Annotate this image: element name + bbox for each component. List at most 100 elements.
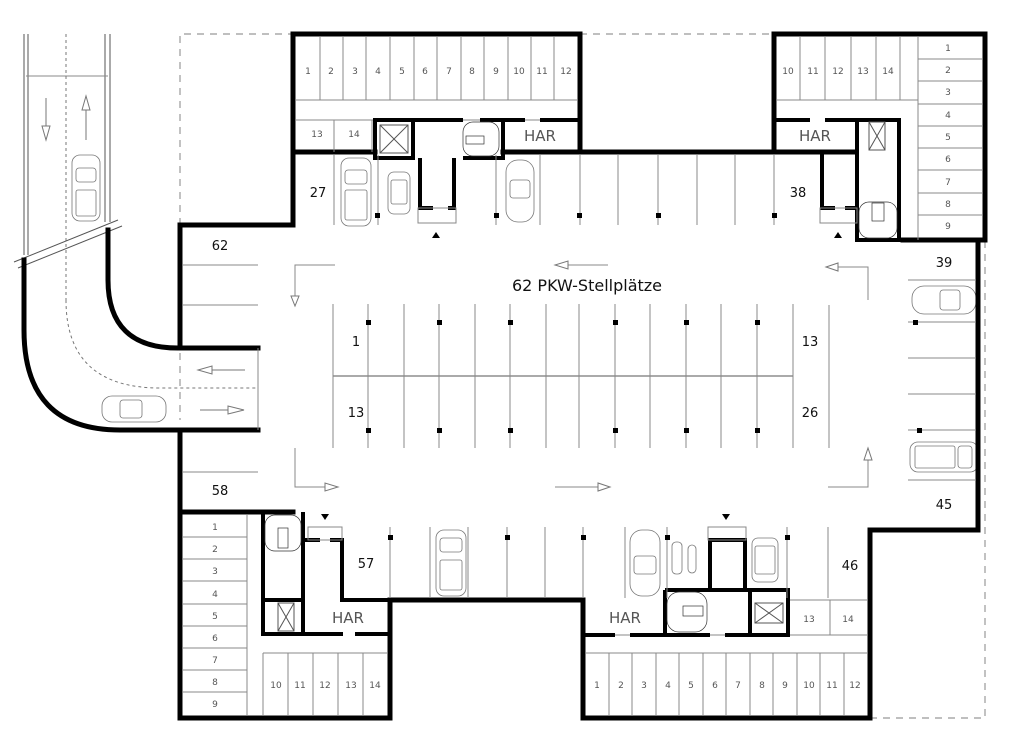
storage-label: 3 [212,567,218,577]
arrow-left-icon [824,262,839,272]
space-label-13-top: 13 [802,335,819,350]
storage-label: 2 [945,66,951,76]
parking-column-left [183,264,258,473]
storage-label: 13 [857,67,868,77]
storage-label: 10 [803,681,815,691]
storage-label: 8 [212,678,218,688]
storage-label: 7 [945,178,951,188]
arrow-right-icon [597,482,612,492]
storage-block-top-left: 1 2 3 4 5 6 7 8 9 10 11 12 13 14 HAR [296,37,580,238]
staircase-icon [462,121,500,157]
storage-label: 3 [352,67,358,77]
storage-label: 10 [513,67,525,77]
storage-label: 4 [375,67,381,77]
storage-label: 7 [212,656,218,666]
storage-label: 8 [945,200,951,210]
storage-label: 2 [328,67,334,77]
storage-block-bottom-left: 1 2 3 4 5 6 7 8 9 10 11 12 13 14 HAR [183,512,390,715]
parking-column-right [908,279,976,481]
elevator-icon [277,602,295,632]
storage-label: 5 [945,133,951,143]
storage-label: 8 [469,67,475,77]
space-label-57: 57 [358,557,375,572]
storage-label: 6 [422,67,428,77]
storage-label: 12 [319,681,330,691]
storage-label: 13 [311,130,322,140]
arrow-up-icon [863,446,873,461]
access-ramp [13,34,261,433]
car-icon [387,171,411,215]
storage-label: 8 [759,681,765,691]
ramp-arrow-down-icon [41,98,51,142]
car-icon [71,154,101,222]
car-icon [340,157,372,227]
storage-label: 11 [294,681,305,691]
motorcycle-icon [671,541,697,575]
entrance-marker-icon [834,232,842,238]
arrow-right-icon [324,482,340,492]
storage-label: 1 [305,67,311,77]
har-room-label: HAR [332,609,364,627]
staircase-icon [666,591,708,633]
storage-label: 9 [782,681,788,691]
car-icon [751,537,779,583]
elevator-icon [754,602,784,624]
space-label-26: 26 [802,406,819,421]
parking-row-top [333,155,777,225]
space-label-13-bottom: 13 [348,406,365,421]
entrance-marker-icon [321,514,329,520]
space-label-58: 58 [212,484,229,499]
entrance-marker-icon [722,514,730,520]
storage-label: 2 [212,545,218,555]
storage-label: 2 [618,681,624,691]
storage-label: 12 [560,67,571,77]
storage-label: 6 [945,155,951,165]
property-boundary [179,33,986,719]
elevator-icon [379,124,409,154]
storage-label: 5 [399,67,405,77]
car-icon [505,159,535,223]
space-label-39: 39 [936,256,953,271]
entry-arrow-left-icon [196,365,245,375]
storage-label: 13 [345,681,356,691]
ramp-arrow-up-icon [81,94,91,140]
storage-row-top-left [319,37,555,100]
car-icon [101,395,167,423]
storage-label: 7 [735,681,741,691]
storage-label: 4 [665,681,671,691]
car-icon [629,529,661,597]
space-label-38: 38 [790,186,807,201]
storage-label: 12 [832,67,843,77]
storage-block-top-right: 10 11 12 13 14 1 2 3 4 5 6 7 8 9 HAR [774,37,982,242]
storage-label: 4 [212,590,218,600]
arrow-left-icon [553,260,569,270]
storage-label: 12 [849,681,860,691]
space-label-27: 27 [310,186,327,201]
storage-label: 3 [641,681,647,691]
arrow-down-icon [290,295,300,308]
storage-label: 9 [493,67,499,77]
elevator-icon [868,121,886,151]
storage-label: 6 [712,681,718,691]
storage-label: 6 [212,634,218,644]
har-room-label: HAR [609,609,641,627]
storage-label: 7 [446,67,452,77]
storage-label: 9 [945,222,951,232]
storage-label: 5 [688,681,694,691]
har-room-label: HAR [524,127,556,145]
storage-label: 4 [945,111,951,121]
space-label-62: 62 [212,239,229,254]
har-room-label: HAR [799,127,831,145]
storage-label: 11 [807,67,818,77]
space-label-45: 45 [936,498,953,513]
storage-label: 10 [782,67,794,77]
car-icon [911,285,977,315]
storage-label: 14 [348,130,360,140]
storage-label: 11 [826,681,837,691]
exit-arrow-right-icon [200,405,245,415]
traffic-flow-arrows [290,260,873,492]
page-title: 62 PKW-Stellplätze [512,276,662,295]
parking-row-bottom [388,527,829,598]
storage-label: 9 [212,700,218,710]
